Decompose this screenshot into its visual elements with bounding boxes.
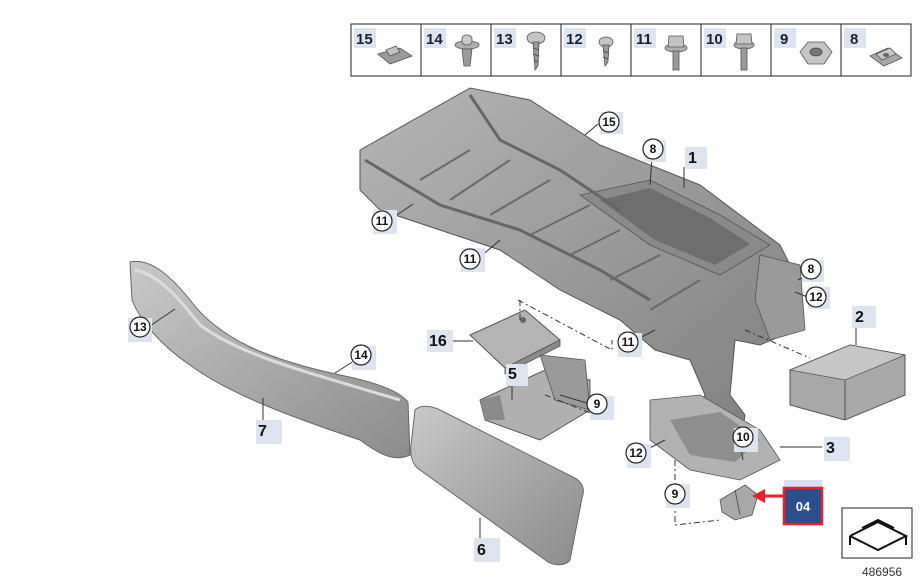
part-label-16[interactable]: 16	[427, 330, 453, 352]
side-trim-part-6	[410, 405, 584, 566]
part-label-6[interactable]: 6	[474, 538, 500, 562]
hw-num-9: 9	[780, 31, 788, 48]
bracket-part-5	[479, 354, 591, 441]
part-label-7[interactable]: 7	[256, 420, 282, 444]
diagram-number: 486956	[862, 565, 902, 579]
callout-15[interactable]: 15	[598, 111, 623, 134]
callout-9-lower-label: 9	[672, 487, 679, 501]
callout-10-label: 10	[736, 430, 750, 444]
bracket-part-04	[719, 484, 759, 521]
part-label-1[interactable]: 1	[685, 147, 707, 169]
callout-11-lower[interactable]: 11	[617, 331, 642, 357]
part-label-3[interactable]: 3	[824, 437, 850, 461]
part-label-2[interactable]: 2	[852, 306, 876, 328]
part-label-2-text: 2	[855, 309, 864, 326]
hex-bolt-icon	[733, 33, 755, 71]
callout-11-left[interactable]: 11	[371, 210, 397, 234]
center-console-carrier	[359, 87, 806, 481]
hw-num-10: 10	[706, 31, 723, 48]
hw-num-13: 13	[496, 31, 513, 48]
hw-cell-12[interactable]: 12	[564, 28, 614, 68]
callout-12-lower[interactable]: 12	[625, 442, 651, 468]
hw-cell-9[interactable]: 9	[774, 28, 833, 65]
callout-14-label: 14	[354, 348, 368, 362]
part-label-16-text: 16	[429, 333, 447, 350]
hw-num-11: 11	[636, 31, 652, 48]
callout-8-right[interactable]: 8	[800, 258, 824, 282]
hw-cell-15[interactable]: 15	[354, 28, 413, 65]
callout-8-top[interactable]: 8	[642, 138, 666, 162]
hw-num-12: 12	[566, 31, 583, 48]
hw-num-8: 8	[850, 31, 858, 48]
orientation-box	[841, 507, 913, 559]
hex-nut-icon	[799, 41, 833, 65]
hw-cell-14[interactable]: 14	[424, 28, 480, 67]
clip-icon	[377, 45, 413, 65]
hw-cell-13[interactable]: 13	[494, 28, 546, 72]
callout-12-right[interactable]: 12	[805, 286, 830, 309]
callout-14[interactable]: 14	[350, 344, 376, 370]
part-label-7-text: 7	[258, 423, 267, 440]
callout-8-top-label: 8	[650, 142, 657, 156]
callout-10[interactable]: 10	[732, 426, 758, 452]
hw-cell-8[interactable]: 8	[844, 28, 903, 67]
callout-12-lower-label: 12	[629, 446, 643, 460]
small-screw-icon	[598, 36, 614, 68]
expansion-rivet-icon	[454, 34, 480, 67]
clip-nut-icon	[869, 47, 903, 67]
callout-12-right-label: 12	[809, 290, 823, 304]
collar-screw-icon	[664, 35, 688, 71]
callout-9-lower[interactable]: 9	[664, 483, 690, 508]
callout-11-mid-label: 11	[464, 252, 477, 266]
hw-cell-11[interactable]: 11	[634, 28, 688, 71]
callout-11-lower-label: 11	[622, 335, 635, 349]
callout-13-label: 13	[133, 320, 147, 334]
callout-9-mid-label: 9	[594, 397, 601, 411]
part-label-3-text: 3	[826, 440, 835, 457]
callout-15-label: 15	[602, 115, 616, 129]
highlight-arrow	[752, 489, 783, 503]
part-label-1-text: 1	[688, 150, 697, 167]
tapping-screw-icon	[526, 31, 546, 72]
part-label-5[interactable]: 5	[506, 364, 528, 386]
side-trim-part-7	[129, 260, 411, 459]
callout-11-mid[interactable]: 11	[459, 248, 485, 272]
control-unit-part-2	[788, 344, 907, 421]
callout-8-right-label: 8	[808, 262, 815, 276]
hardware-strip: 15 14 13	[350, 23, 912, 77]
hw-num-15: 15	[356, 31, 373, 48]
hw-num-14: 14	[426, 31, 443, 48]
part-label-5-text: 5	[508, 366, 517, 383]
part-04-badge[interactable]: 04	[782, 486, 824, 526]
part-label-6-text: 6	[477, 542, 486, 559]
callout-13[interactable]: 13	[128, 316, 152, 342]
callout-11-left-label: 11	[376, 214, 389, 228]
car-orientation-icon	[849, 518, 909, 552]
callout-9-mid[interactable]: 9	[586, 393, 614, 420]
badge-label: 04	[796, 499, 811, 514]
hw-cell-10[interactable]: 10	[704, 28, 755, 71]
